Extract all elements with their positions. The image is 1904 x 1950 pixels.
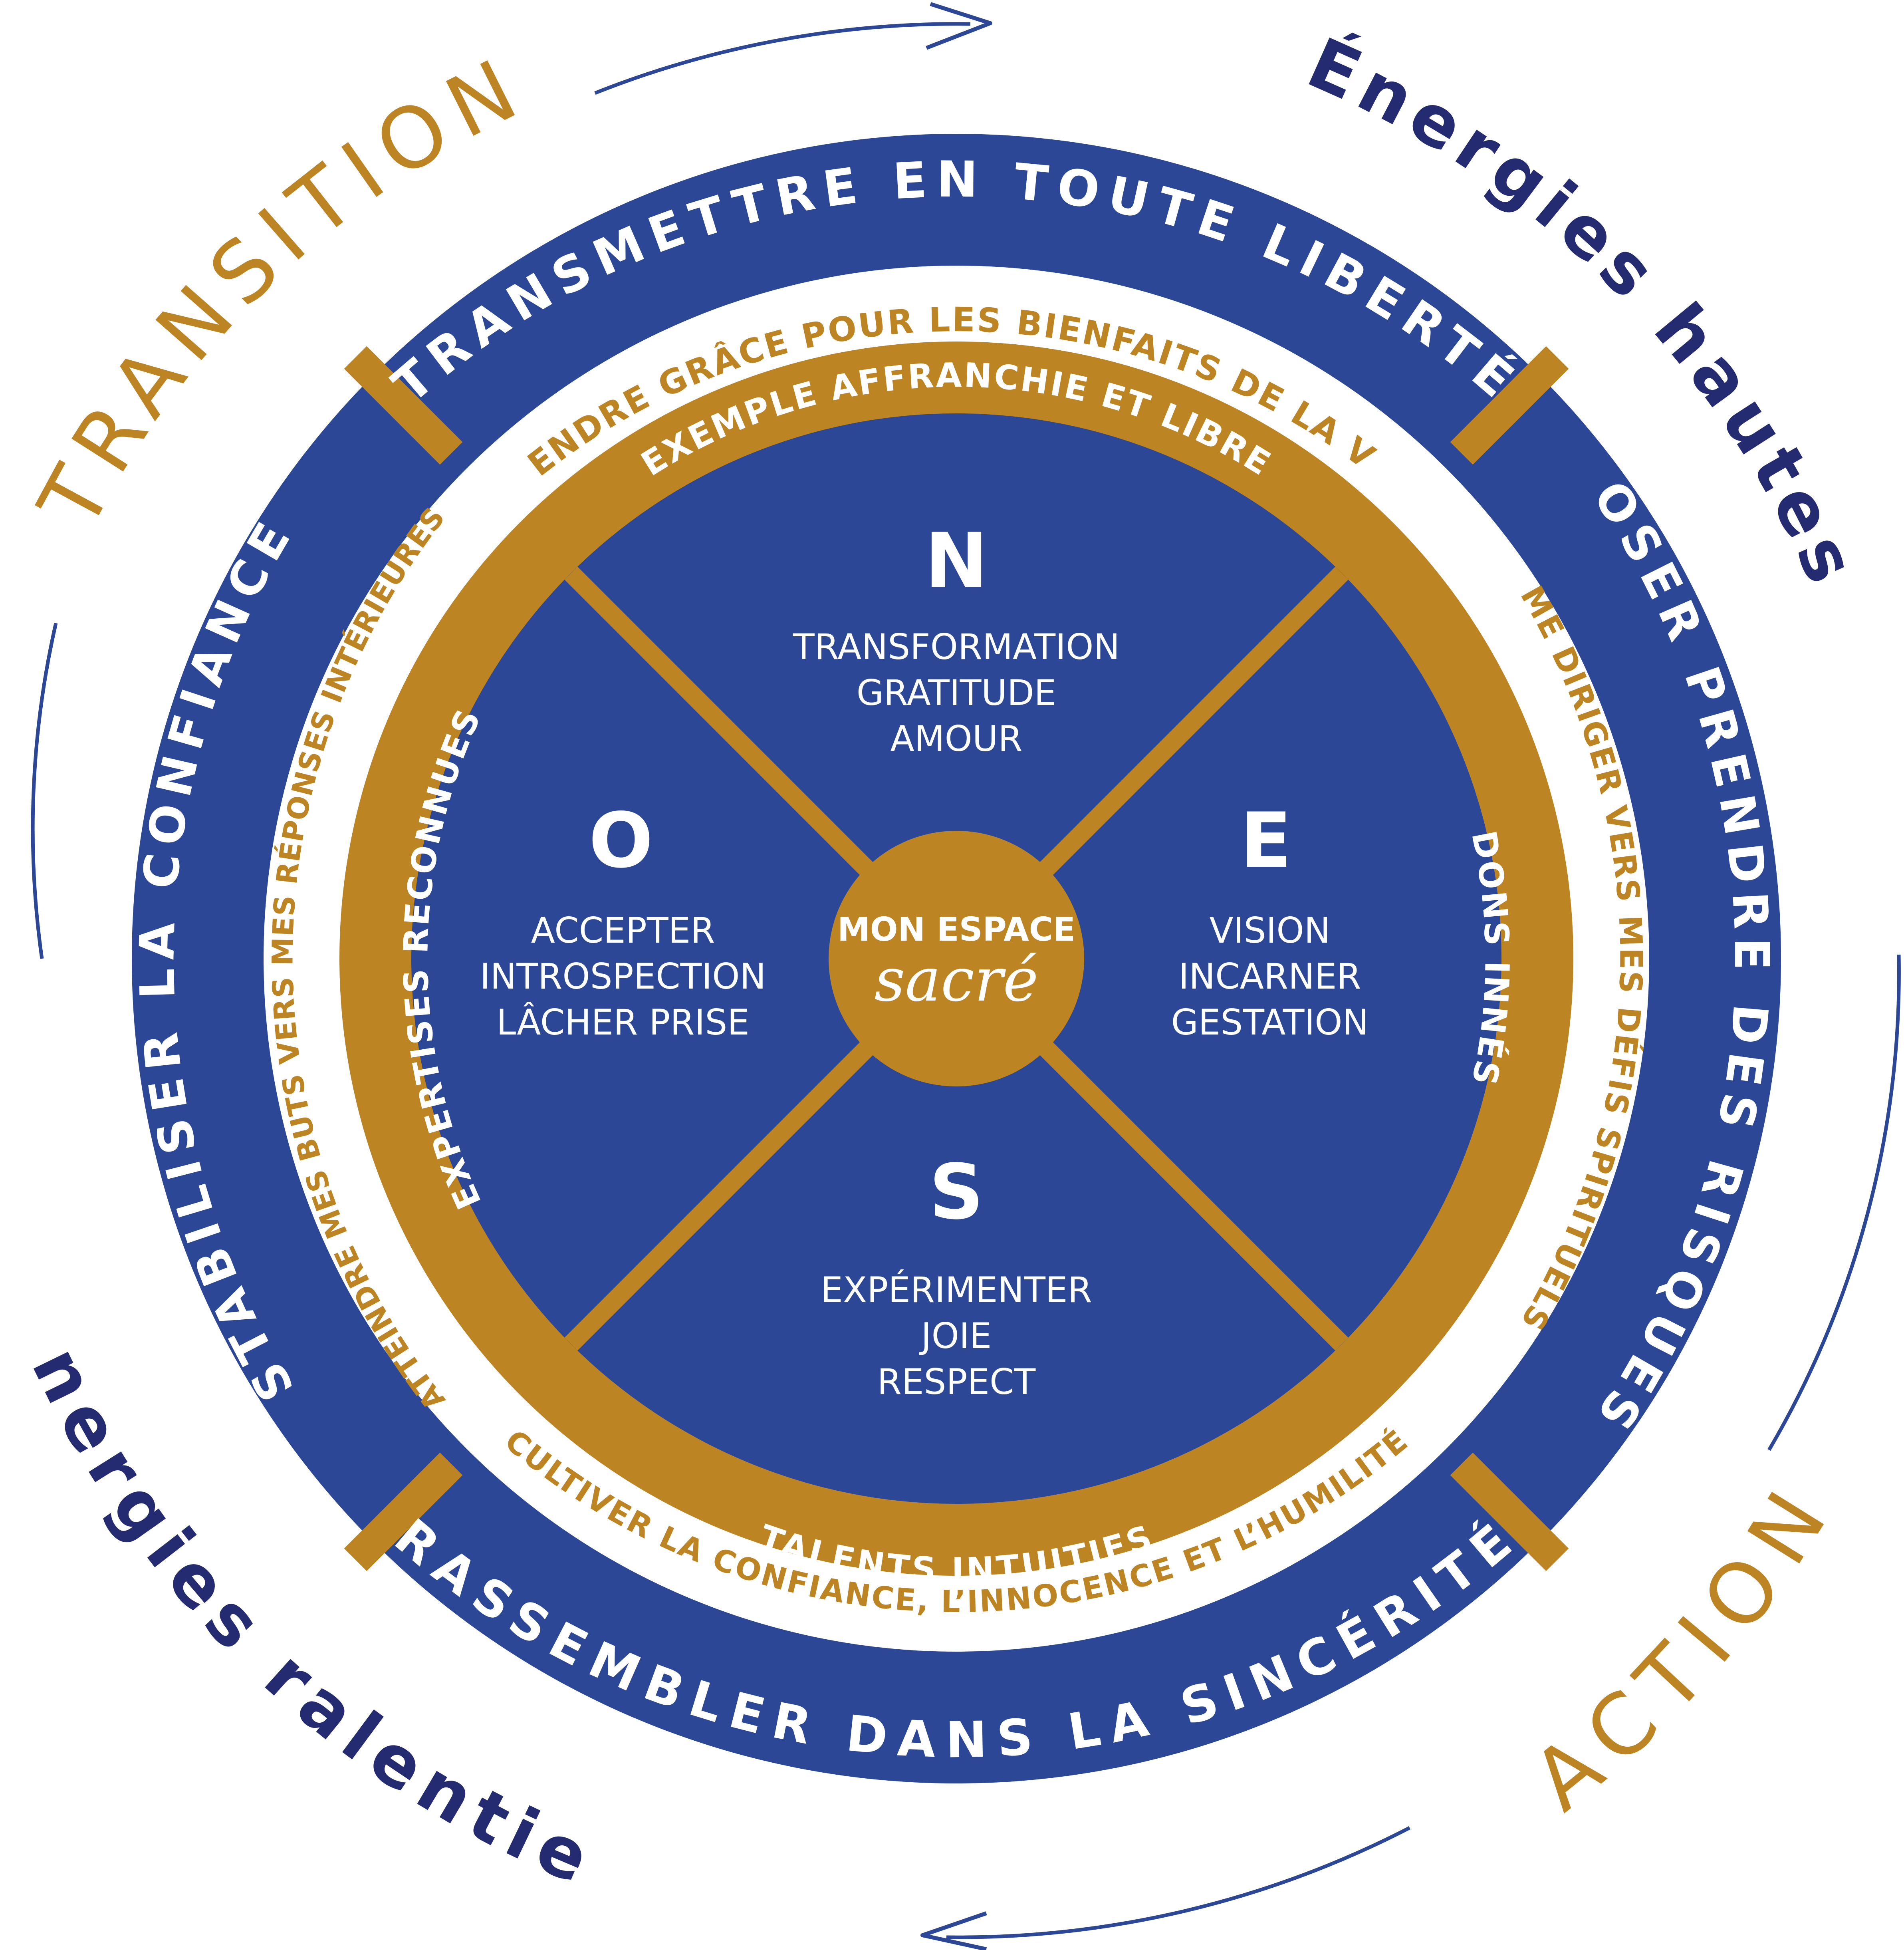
south-line-3: RESPECT	[877, 1361, 1036, 1402]
left-arc-line	[31, 623, 58, 959]
west-letter: O	[589, 796, 653, 885]
action-label: ACTION	[1515, 1466, 1851, 1830]
east-quadrant: E VISION INCARNER GESTATION	[1171, 796, 1369, 1043]
east-line-3: GESTATION	[1171, 1002, 1369, 1043]
south-letter: S	[929, 1148, 984, 1236]
center-script: sacré	[875, 945, 1039, 1015]
arrow-right-icon	[926, 2, 992, 50]
south-line-2: JOIE	[919, 1315, 992, 1356]
west-line-2: INTROSPECTION	[480, 956, 766, 997]
north-letter: N	[924, 517, 988, 605]
center-title: MON ESPACE	[837, 911, 1075, 949]
west-line-1: ACCEPTER	[531, 910, 715, 951]
north-line-1: TRANSFORMATION	[793, 626, 1120, 667]
east-letter: E	[1240, 796, 1292, 885]
north-line-2: GRATITUDE	[857, 672, 1056, 713]
west-quadrant: O ACCEPTER INTROSPECTION LÂCHER PRISE	[480, 796, 766, 1043]
east-line-2: INCARNER	[1178, 956, 1361, 997]
bottom-arrow-arc	[946, 1826, 1411, 1939]
outer-ring-separators	[344, 346, 1569, 1571]
north-line-3: AMOUR	[891, 718, 1023, 759]
center-circle	[829, 831, 1084, 1086]
north-quadrant: N TRANSFORMATION GRATITUDE AMOUR	[793, 517, 1120, 759]
south-quadrant: S EXPÉRIMENTER JOIE RESPECT	[821, 1148, 1092, 1402]
east-line-1: VISION	[1209, 910, 1330, 951]
south-line-1: EXPÉRIMENTER	[821, 1269, 1092, 1311]
arrow-left-icon	[920, 1911, 987, 1950]
right-arc-line	[1767, 954, 1901, 1451]
top-arrow-arc	[594, 22, 971, 95]
west-line-3: LÂCHER PRISE	[496, 1002, 750, 1043]
